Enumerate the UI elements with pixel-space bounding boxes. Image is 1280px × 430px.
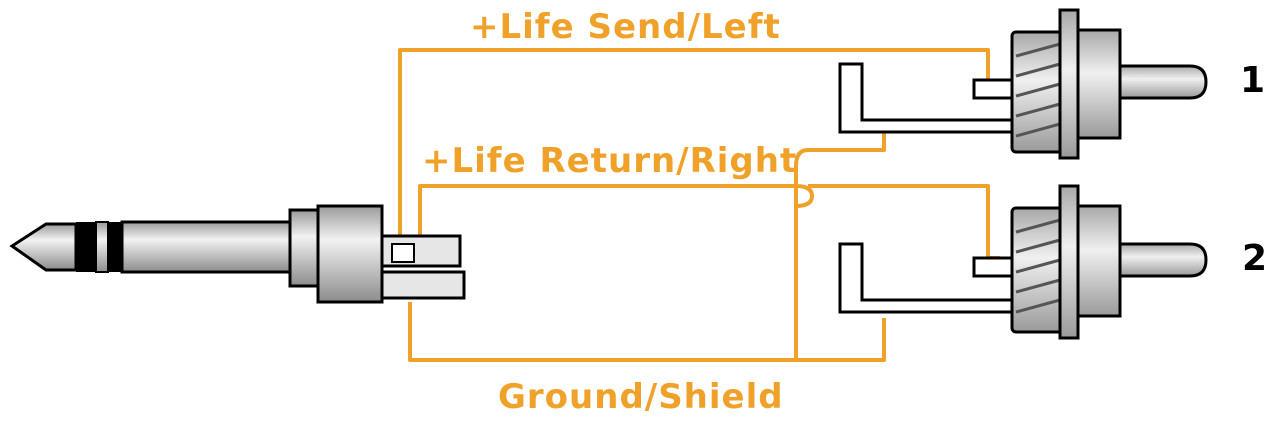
rca2-thread-line-5 <box>1015 298 1061 314</box>
rca1-thread-line-3 <box>1015 82 1061 98</box>
trs-sleeve <box>120 220 294 274</box>
trs-tip <box>9 222 78 272</box>
trs-sleeve-terminal <box>380 270 466 300</box>
rca2-thread-line-4 <box>1015 278 1061 294</box>
rca1-hot-lug <box>972 78 1016 100</box>
trs-ring <box>95 221 109 273</box>
rca-plug-1 <box>838 8 1208 160</box>
rca1-thread-line-5 <box>1015 122 1061 138</box>
trs-ring-lug <box>391 243 415 263</box>
return-right-wire-2 <box>808 184 1000 260</box>
rca1-thread-line-1 <box>1015 42 1061 58</box>
rca1-thread-line-2 <box>1015 62 1061 78</box>
rca2-flange <box>1058 184 1080 340</box>
return-right-wire <box>418 184 814 360</box>
ground-shield-wire <box>408 302 886 362</box>
send-left-label: +Life Send/Left <box>470 7 781 47</box>
rca2-thread-line-1 <box>1015 218 1061 234</box>
plug-1-number: 1 <box>1240 60 1265 101</box>
rca1-body <box>1076 28 1122 140</box>
ground-shield-label: Ground/Shield <box>498 377 784 417</box>
trs-insulator-1 <box>76 222 96 272</box>
rca2-thread-line-3 <box>1015 258 1061 274</box>
trs-collar <box>288 208 322 288</box>
trs-insulator-2 <box>108 222 122 272</box>
plug-2-number: 2 <box>1242 238 1267 279</box>
rca2-thread-line-2 <box>1015 238 1061 254</box>
rca2-pin <box>1118 242 1208 278</box>
rca-plug-2 <box>838 184 1208 340</box>
rca1-pin <box>1118 64 1208 100</box>
ground-jumper-wire <box>794 130 886 360</box>
return-right-label: +Life Return/Right <box>422 141 797 181</box>
rca1-thread-line-4 <box>1015 102 1061 118</box>
rca1-flange <box>1058 8 1080 160</box>
rca2-hot-lug <box>972 256 1016 278</box>
trs-body <box>316 204 384 304</box>
rca2-body <box>1076 204 1122 318</box>
trs-plug <box>9 204 466 304</box>
